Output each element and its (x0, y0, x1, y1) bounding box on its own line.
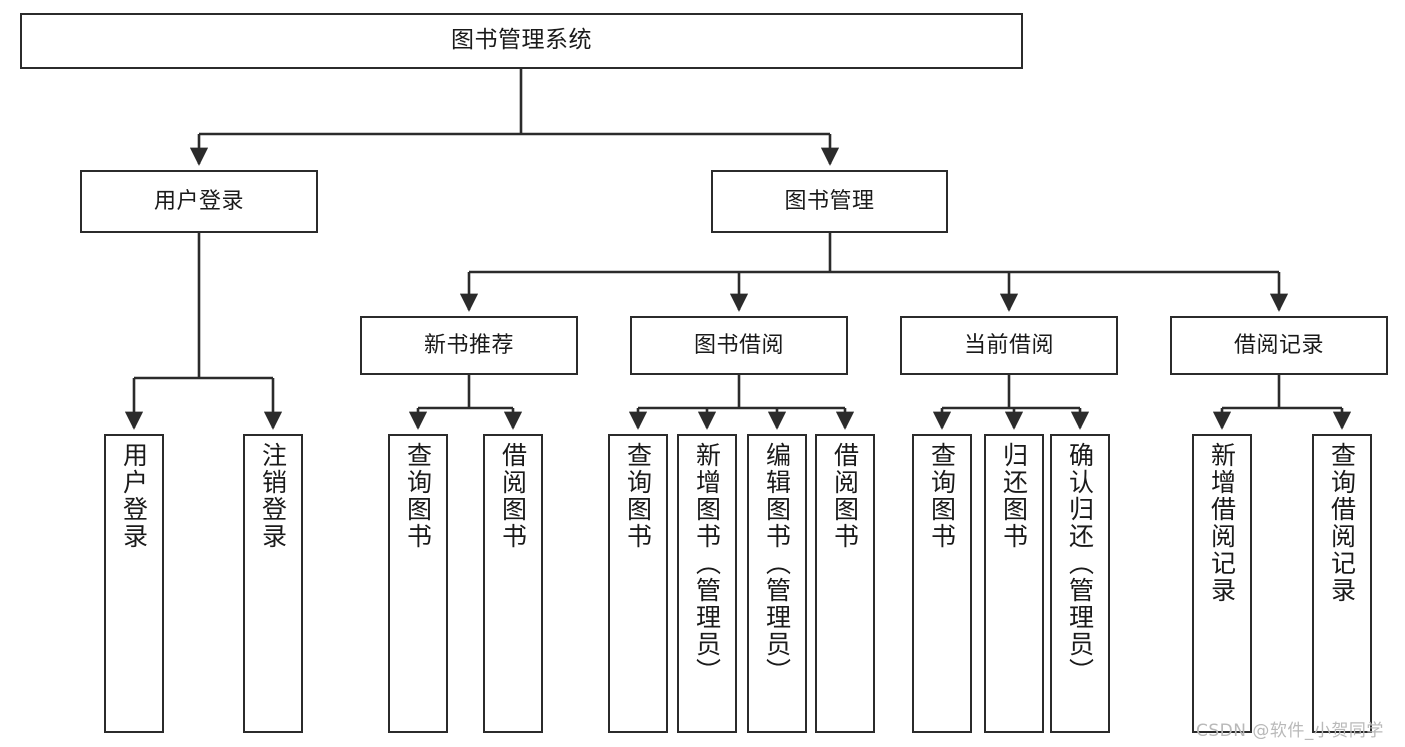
node-leaf-return-book[interactable]: 归还图书 (984, 434, 1044, 733)
node-current-borrow-label: 当前借阅 (963, 332, 1054, 358)
node-current-borrow[interactable]: 当前借阅 (900, 316, 1118, 375)
node-leaf-query-book-2-label: 查询图书 (623, 442, 653, 550)
node-leaf-query-record-label: 查询借阅记录 (1327, 442, 1357, 604)
node-leaf-user-login[interactable]: 用户登录 (104, 434, 164, 733)
node-leaf-add-book[interactable]: 新增图书（管理员） (677, 434, 737, 733)
node-leaf-add-book-label: 新增图书（管理员） (692, 442, 722, 685)
node-leaf-confirm-return[interactable]: 确认归还（管理员） (1050, 434, 1110, 733)
node-user-login-label: 用户登录 (153, 188, 244, 214)
node-leaf-add-record[interactable]: 新增借阅记录 (1192, 434, 1252, 733)
node-borrow-record-label: 借阅记录 (1233, 332, 1324, 358)
node-new-book-recommend[interactable]: 新书推荐 (360, 316, 578, 375)
node-leaf-borrow-book-1-label: 借阅图书 (498, 442, 528, 550)
node-leaf-user-logout-label: 注销登录 (258, 442, 288, 550)
node-user-login[interactable]: 用户登录 (80, 170, 318, 233)
node-leaf-query-book-3[interactable]: 查询图书 (912, 434, 972, 733)
node-leaf-edit-book-label: 编辑图书（管理员） (762, 442, 792, 685)
node-book-borrow-label: 图书借阅 (693, 332, 784, 358)
csdn-watermark: CSDN @软件_小贺同学 (1196, 721, 1384, 741)
node-leaf-query-book-1[interactable]: 查询图书 (388, 434, 448, 733)
node-leaf-user-login-label: 用户登录 (119, 442, 149, 550)
node-leaf-edit-book[interactable]: 编辑图书（管理员） (747, 434, 807, 733)
node-leaf-borrow-book-1[interactable]: 借阅图书 (483, 434, 543, 733)
node-leaf-add-record-label: 新增借阅记录 (1207, 442, 1237, 604)
node-leaf-query-book-1-label: 查询图书 (403, 442, 433, 550)
node-leaf-user-logout[interactable]: 注销登录 (243, 434, 303, 733)
node-leaf-confirm-return-label: 确认归还（管理员） (1065, 442, 1095, 685)
node-root[interactable]: 图书管理系统 (20, 13, 1023, 69)
node-book-manage-label: 图书管理 (784, 188, 875, 214)
node-leaf-return-book-label: 归还图书 (999, 442, 1029, 550)
node-leaf-query-book-3-label: 查询图书 (927, 442, 957, 550)
node-book-manage[interactable]: 图书管理 (711, 170, 948, 233)
node-book-borrow[interactable]: 图书借阅 (630, 316, 848, 375)
node-root-label: 图书管理系统 (451, 27, 592, 54)
node-leaf-borrow-book-2-label: 借阅图书 (830, 442, 860, 550)
node-new-book-recommend-label: 新书推荐 (423, 332, 514, 358)
node-borrow-record[interactable]: 借阅记录 (1170, 316, 1388, 375)
node-leaf-query-book-2[interactable]: 查询图书 (608, 434, 668, 733)
node-leaf-query-record[interactable]: 查询借阅记录 (1312, 434, 1372, 733)
node-leaf-borrow-book-2[interactable]: 借阅图书 (815, 434, 875, 733)
